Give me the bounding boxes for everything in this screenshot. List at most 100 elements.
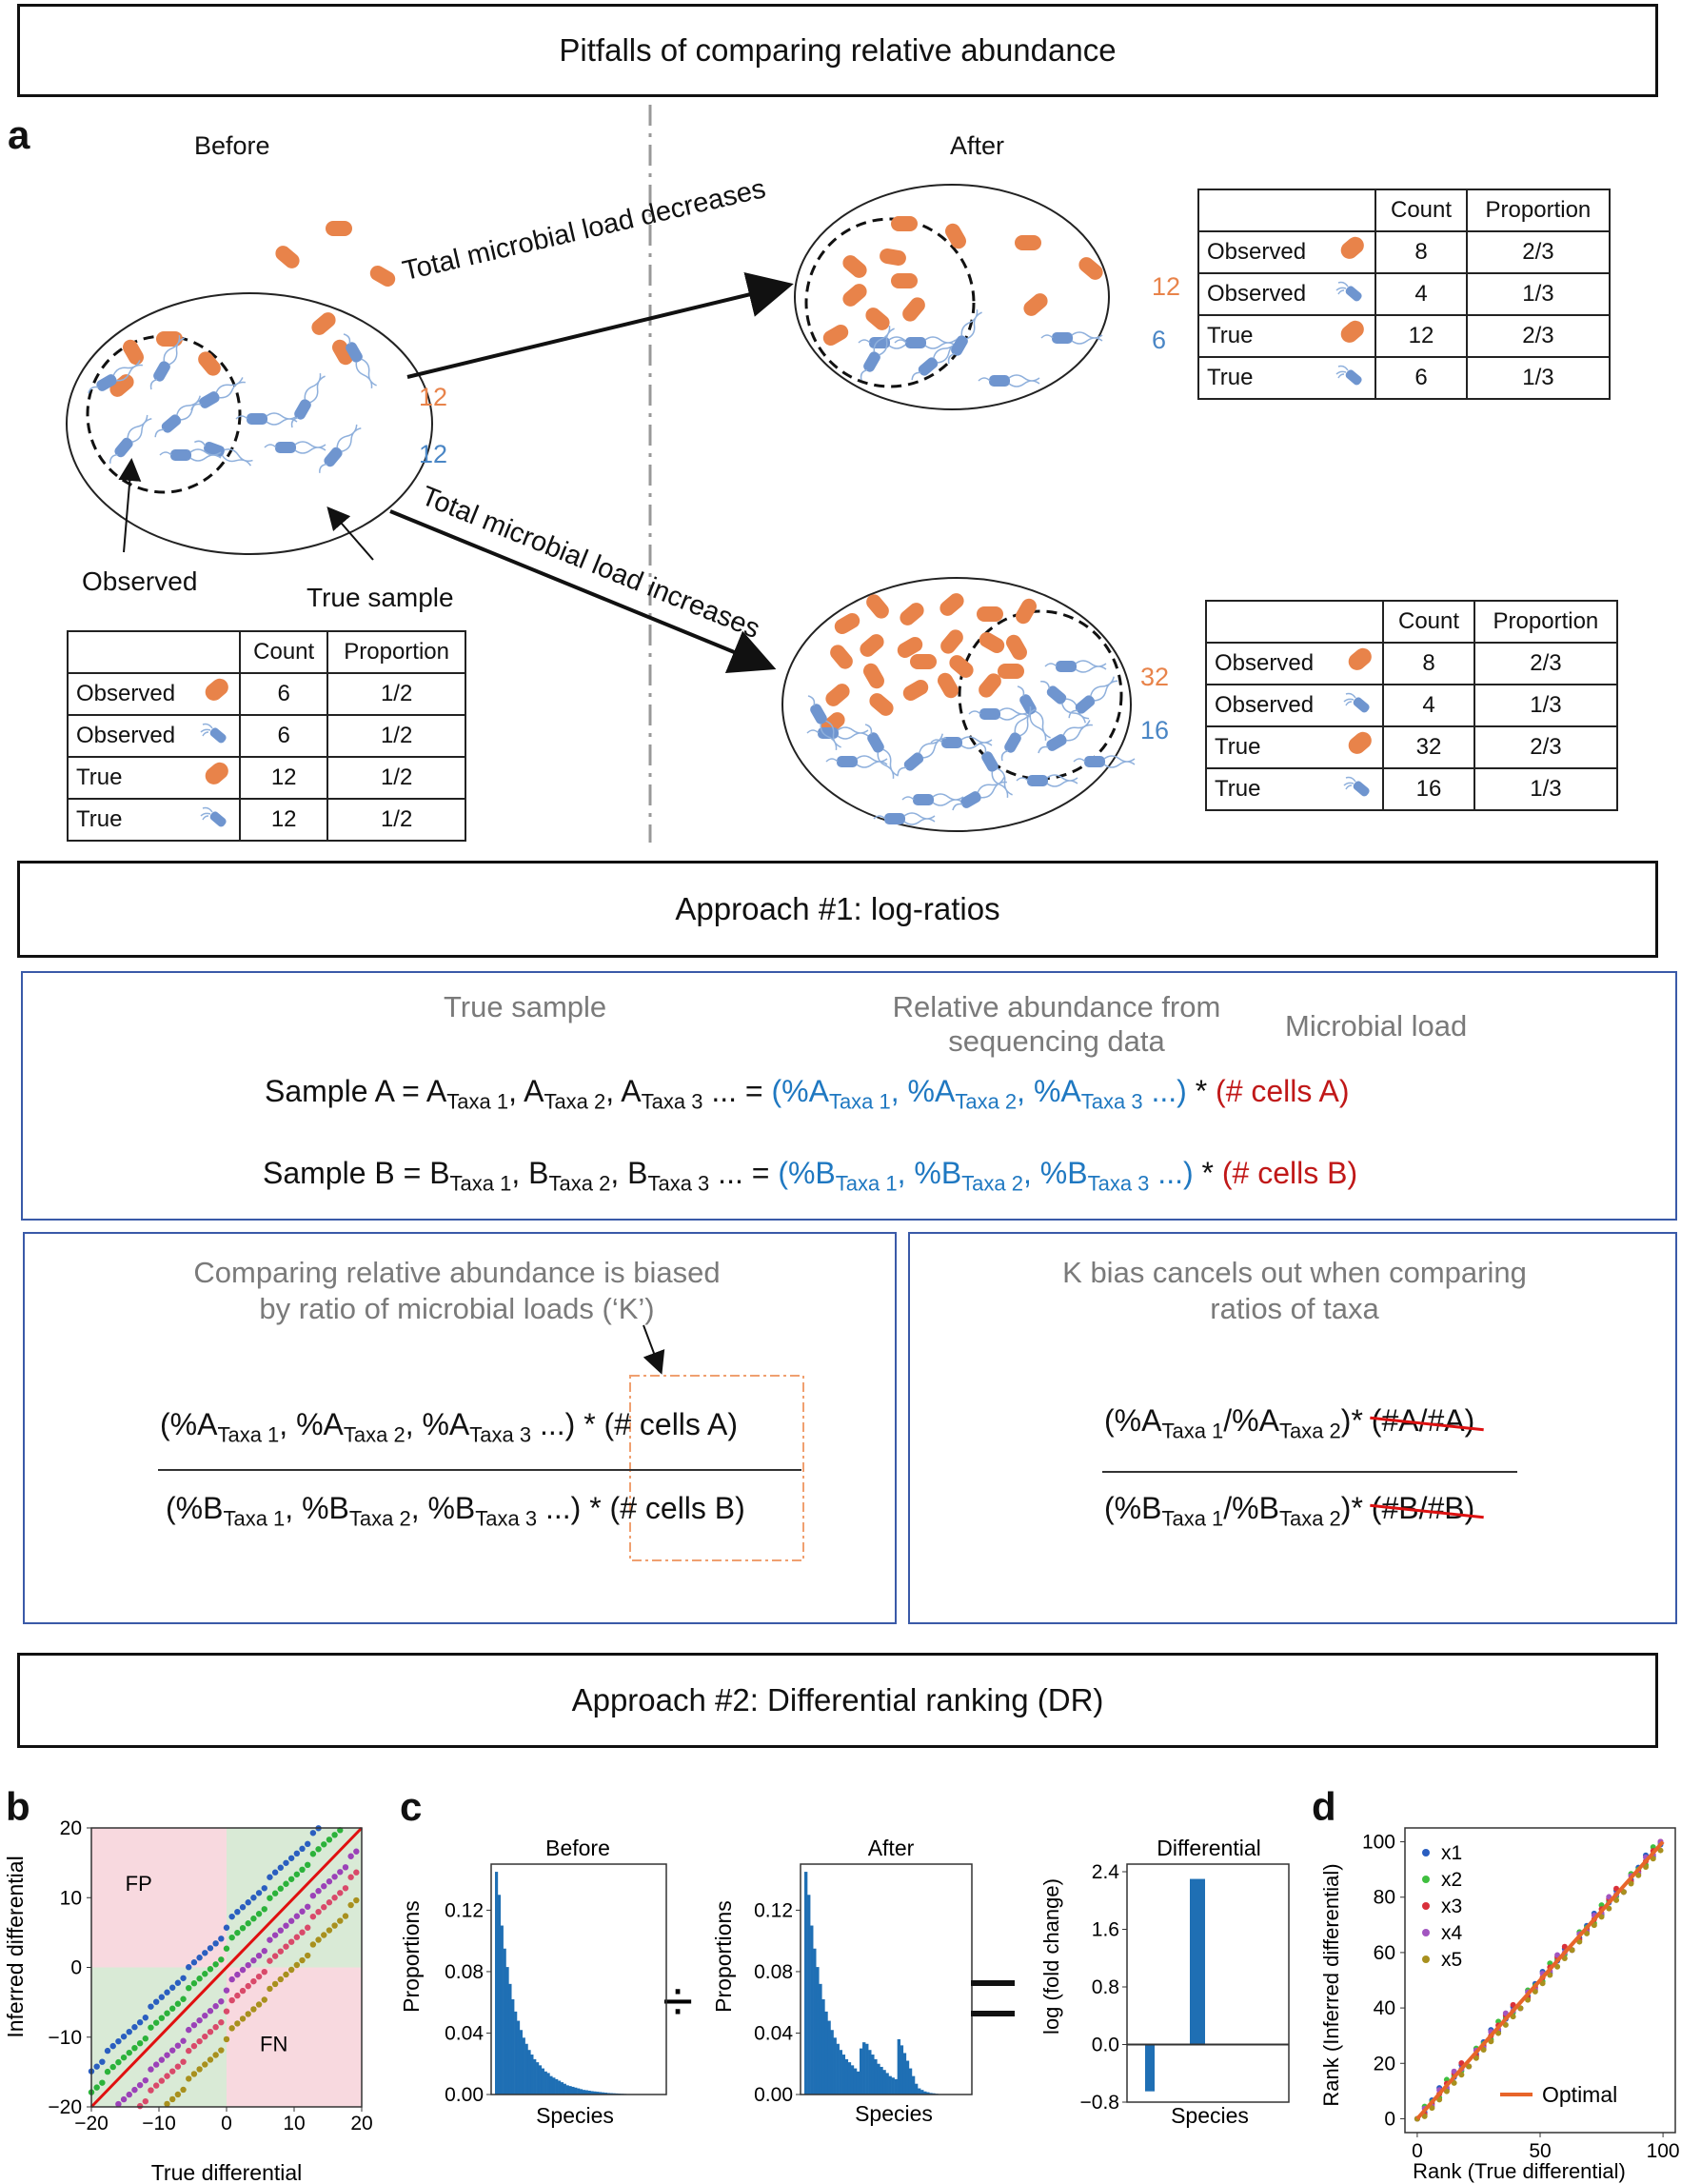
row-label: Observed	[66, 672, 198, 716]
before-hist-bar	[593, 2091, 597, 2095]
optimal-line	[1415, 1840, 1665, 2120]
scatter-point	[245, 1982, 251, 1990]
before-hist-bar	[584, 2090, 588, 2095]
scatter-point	[223, 2035, 230, 2043]
orange-bacterium	[902, 680, 929, 701]
before-hist-bar	[568, 2086, 572, 2095]
scatter-point	[337, 1890, 344, 1896]
cancel-line1: K bias cancels out when comparing	[1062, 1256, 1527, 1289]
scatter-point	[190, 2021, 198, 2029]
after-hist-bar	[839, 2050, 842, 2095]
scatter-point	[202, 2061, 208, 2068]
row-proportion: 1/3	[1473, 767, 1619, 811]
before-hist-bar	[497, 1895, 502, 2095]
scatter-point	[293, 1961, 301, 1969]
blue-bacterium	[873, 812, 936, 825]
before-hist-y-tick-label: 0.08	[445, 1961, 484, 1983]
cancel-numerator: (%ATaxa 1/%ATaxa 2)* (#A/#A)	[1104, 1403, 1475, 1443]
scatter-point	[347, 1901, 354, 1909]
blue-bacterium	[264, 441, 326, 454]
after-hist-bar	[827, 2020, 831, 2095]
row-proportion: 1/2	[326, 756, 466, 800]
row-count: 12	[1374, 314, 1468, 358]
after-hist-bar	[804, 1872, 808, 2095]
scatter-point	[142, 2035, 148, 2042]
scatter-point	[305, 1840, 311, 1848]
row-proportion: 2/3	[1473, 725, 1619, 769]
blue-bacterium	[978, 374, 1040, 387]
after-hist-bar	[885, 2073, 889, 2095]
scatter-point	[142, 2076, 148, 2084]
scatter-point	[131, 2044, 138, 2052]
orange-bacterium	[979, 673, 1001, 698]
scatter-point	[228, 1913, 235, 1920]
scatter-point	[347, 1853, 354, 1859]
blue-bacterium	[897, 733, 947, 776]
scatter-point	[169, 2068, 176, 2075]
scatter-point	[234, 1971, 241, 1978]
before-hist-bar	[508, 1983, 512, 2095]
y-tick-label: 40	[1374, 1997, 1395, 2019]
scatter-point	[321, 1883, 327, 1890]
scatter-point	[326, 1927, 333, 1934]
after-hist-bar	[821, 1998, 825, 2095]
blue-bacterium	[343, 333, 377, 388]
diff-xlabel: Species	[1171, 2103, 1249, 2128]
before-hist-bar	[541, 2068, 544, 2095]
blue-bacterium-icon	[1335, 281, 1362, 301]
before-hist-bar	[552, 2077, 556, 2095]
blue-bacterium	[290, 373, 326, 428]
scatter-point	[174, 2091, 182, 2098]
after-hist-bar	[882, 2070, 886, 2095]
scatter-point	[299, 1929, 306, 1936]
scatter-point	[326, 1878, 333, 1885]
after-hist-title: After	[868, 1836, 915, 1860]
scatter-point	[148, 2087, 154, 2094]
equation-sample-a: Sample A = ATaxa 1, ATaxa 2, ATaxa 3 ...…	[265, 1074, 1350, 1114]
scatter-point	[321, 1841, 327, 1848]
row-count: 6	[1374, 356, 1468, 400]
before-hist-bar	[577, 2088, 581, 2095]
orange-bacterium	[311, 312, 336, 335]
scatter-point	[293, 1934, 301, 1940]
bias-heading: Comparing relative abundance is biased b…	[57, 1255, 857, 1327]
scatter-point	[261, 1906, 267, 1913]
row-proportion: 1/3	[1465, 356, 1612, 400]
scatter-point	[202, 1971, 208, 1977]
orange-bacterium-icon	[205, 762, 228, 784]
bias-line2: by ratio of microbial loads (‘K’)	[259, 1292, 655, 1325]
scatter-point	[283, 1880, 289, 1887]
scatter-point	[331, 1922, 338, 1929]
scatter-point	[212, 2024, 219, 2031]
x-tick-label: 0	[221, 2113, 232, 2134]
scatter-point	[115, 2100, 122, 2108]
fn-label: FN	[260, 2032, 287, 2055]
before-hist-bar	[522, 2037, 525, 2095]
before-hist-bar	[500, 1925, 504, 2095]
blue-bacterium	[1016, 774, 1078, 787]
after-hist-bar	[841, 2055, 846, 2095]
panel-a-letter: a	[8, 112, 30, 157]
scatter-point	[267, 1957, 273, 1964]
orange-bacterium-icon	[205, 678, 228, 701]
orange-bacterium-icon	[1348, 731, 1373, 754]
after-hist-bar	[868, 2050, 872, 2095]
after-hist-bar	[900, 2045, 904, 2095]
before-hist-bar	[590, 2091, 594, 2095]
scatter-point	[131, 2024, 138, 2031]
scatter-point	[234, 1992, 241, 1999]
after-hist-bar	[918, 2088, 921, 2095]
approach1-title: Approach #1: log-ratios	[675, 891, 1000, 926]
y-tick-label: 100	[1362, 1832, 1395, 1854]
orange-bacterium	[326, 221, 352, 236]
after-hist-bar	[847, 2062, 852, 2095]
scatter-point	[207, 2056, 214, 2063]
scatter-point	[337, 1869, 344, 1876]
before-hist-bar	[527, 2050, 531, 2095]
scatter-point	[239, 1987, 247, 1995]
row-label: True	[1204, 767, 1341, 811]
scatter-point	[186, 1964, 192, 1971]
before-count-orange: 12	[419, 383, 448, 411]
bias-markers	[158, 1324, 804, 1561]
before-hist-bar	[514, 2011, 518, 2095]
